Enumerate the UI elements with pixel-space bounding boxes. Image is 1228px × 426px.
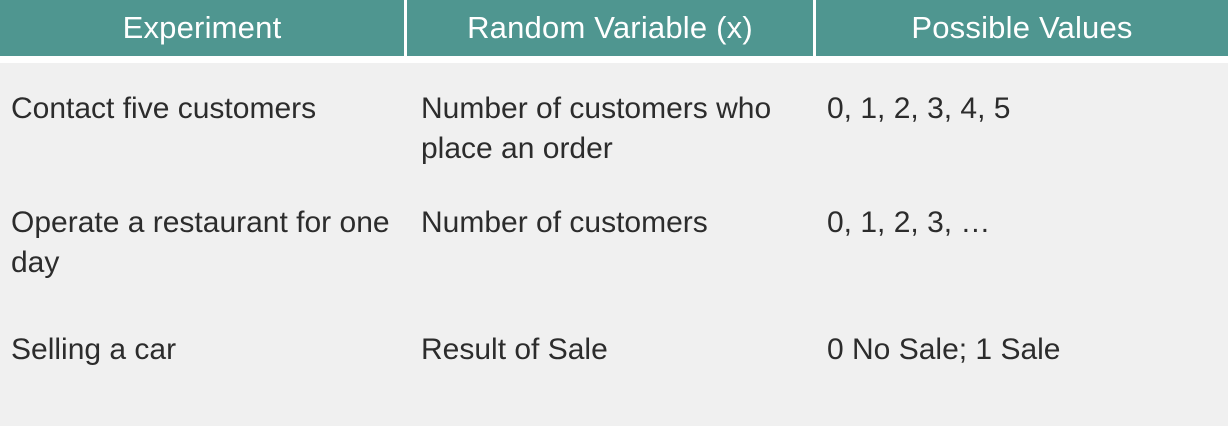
experiment-cell: Operate a restaurant for one day: [11, 206, 390, 279]
possible-values-cell: 0, 1, 2, 3, 4, 5: [827, 92, 1011, 125]
experiment-cell: Selling a car: [11, 333, 177, 366]
column-header-random-variable: Random Variable (x): [407, 0, 813, 56]
possible-values-cell: 0 No Sale; 1 Sale: [827, 333, 1061, 366]
random-variable-cell: Number of customers: [421, 206, 708, 239]
experiment-cell: Contact five customers: [11, 92, 317, 125]
table-body: Contact five customers Number of custome…: [0, 63, 1228, 426]
random-variable-cell: Result of Sale: [421, 333, 608, 366]
column-header-experiment: Experiment: [0, 0, 404, 56]
column-header-possible-values: Possible Values: [816, 0, 1228, 56]
random-variable-cell: Number of customers who place an order: [421, 92, 772, 165]
table-header-row: Experiment Random Variable (x) Possible …: [0, 0, 1228, 56]
possible-values-cell: 0, 1, 2, 3, …: [827, 206, 991, 239]
